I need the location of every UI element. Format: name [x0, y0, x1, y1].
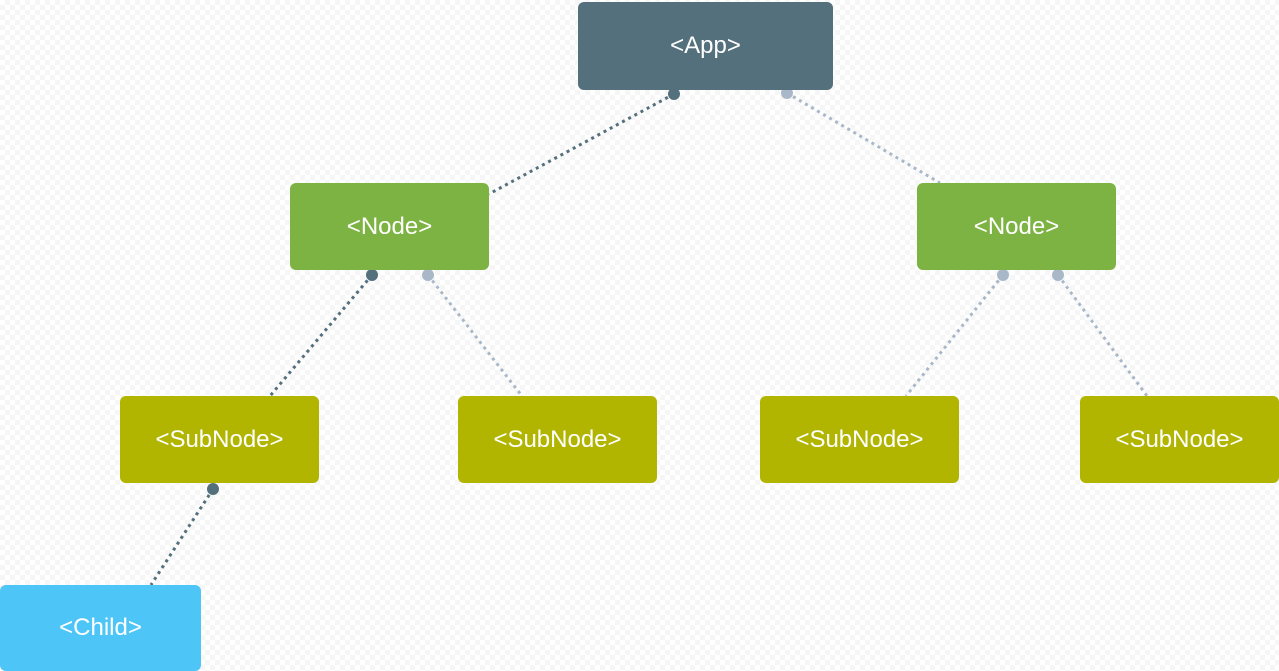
- edge-subnode_1-to-child: [149, 488, 215, 586]
- edge-dot-node_right-to-subnode_4: [1052, 269, 1064, 281]
- subnode-2: <SubNode>: [458, 396, 657, 483]
- subnode-1: <SubNode>: [120, 396, 319, 483]
- subnode-4-label: <SubNode>: [1115, 425, 1244, 453]
- edge-node_left-to-subnode_1: [268, 274, 374, 397]
- edge-dot-node_left-to-subnode_1: [366, 269, 378, 281]
- edge-node_right-to-subnode_3: [904, 274, 1005, 397]
- child-node: <Child>: [0, 585, 201, 671]
- edge-node_left-to-subnode_2: [426, 274, 524, 397]
- subnode-2-label: <SubNode>: [493, 425, 622, 453]
- app-node: <App>: [578, 2, 833, 90]
- node-left-label: <Node>: [346, 212, 433, 240]
- child-node-label: <Child>: [59, 614, 142, 641]
- node-right: <Node>: [917, 183, 1116, 270]
- node-left: <Node>: [290, 183, 489, 270]
- subnode-3: <SubNode>: [760, 396, 959, 483]
- edge-dot-node_left-to-subnode_2: [422, 269, 434, 281]
- edge-node_right-to-subnode_4: [1056, 274, 1149, 397]
- edge-dot-subnode_1-to-child: [207, 483, 219, 495]
- app-node-label: <App>: [670, 32, 741, 59]
- edge-app-to-node_left: [488, 92, 675, 196]
- edge-dot-node_right-to-subnode_3: [997, 269, 1009, 281]
- subnode-1-label: <SubNode>: [155, 425, 284, 453]
- subnode-4: <SubNode>: [1080, 396, 1279, 483]
- edge-app-to-node_right: [786, 91, 941, 185]
- subnode-3-label: <SubNode>: [795, 425, 924, 453]
- node-right-label: <Node>: [973, 212, 1060, 240]
